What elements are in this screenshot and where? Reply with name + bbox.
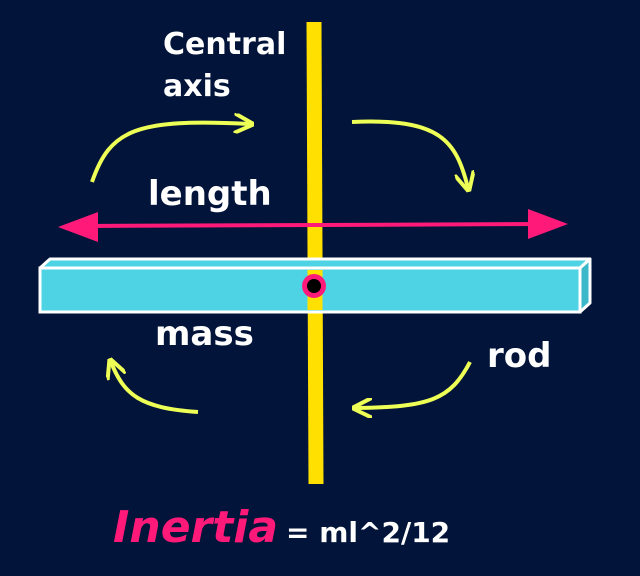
rotation-arrow-top-right <box>351 119 468 188</box>
rod-label: rod <box>487 336 552 376</box>
length-arrow <box>58 209 568 242</box>
length-arrow-left-head <box>58 212 98 242</box>
rotation-arrow-bottom-right <box>356 361 472 408</box>
length-label: length <box>148 174 272 214</box>
pivot-point <box>302 274 326 298</box>
central-axis-label: Central axis <box>163 24 286 108</box>
mass-label: mass <box>155 314 254 354</box>
formula-title: Inertia <box>113 502 279 553</box>
rotation-arrow-top-left <box>90 123 250 183</box>
central-axis-line <box>306 21 324 485</box>
formula-expression: = ml^2/12 <box>286 516 451 549</box>
rotation-arrow-bottom-left <box>111 362 199 414</box>
central-axis-label-line2: axis <box>163 69 231 104</box>
inertia-formula: Inertia= ml^2/12 <box>113 502 450 553</box>
length-arrow-right-head <box>528 209 568 239</box>
central-axis-label-line1: Central <box>163 27 287 62</box>
